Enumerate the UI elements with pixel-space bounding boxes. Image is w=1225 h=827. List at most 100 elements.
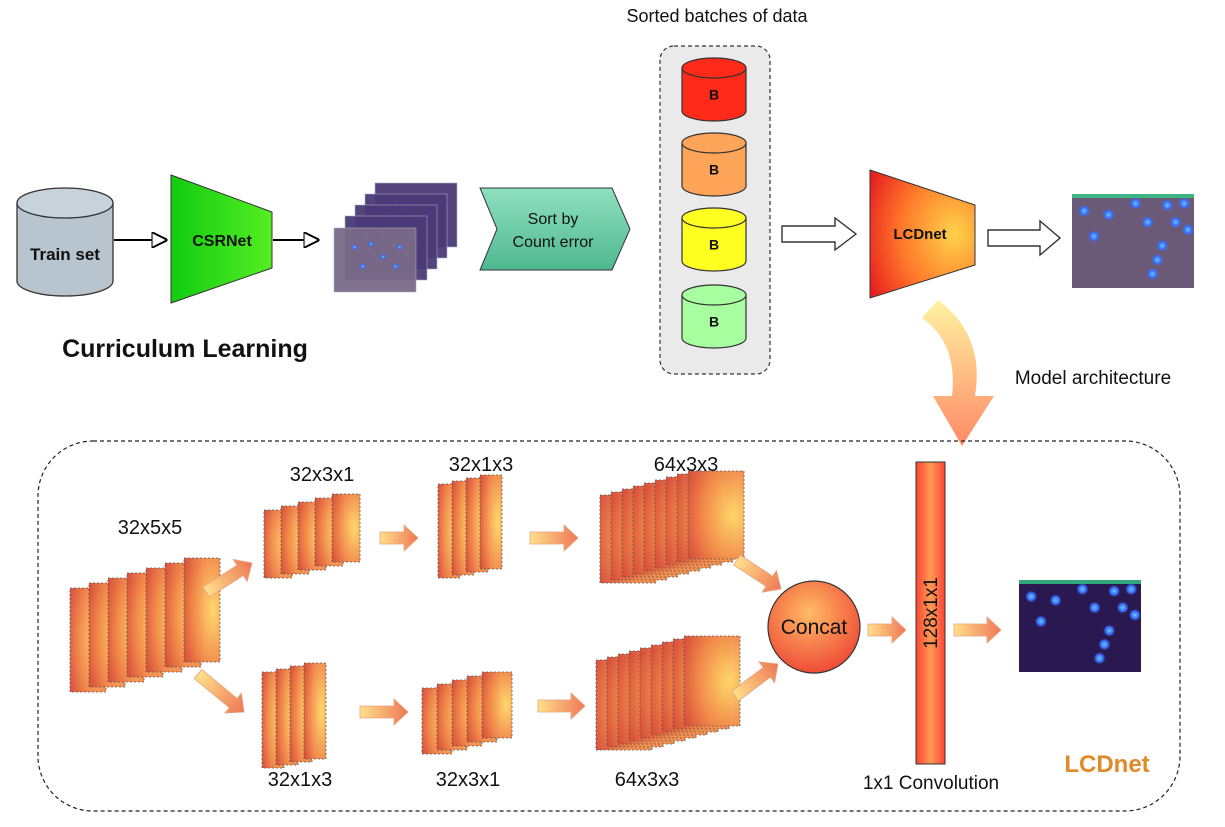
stack-upper-32x1x3 [437, 474, 503, 579]
model-architecture-curve-arrow [922, 300, 994, 446]
lcdnet-panel-label: LCDnet [1064, 751, 1149, 778]
bottom-output-density-map [1019, 580, 1141, 672]
sort-label-line1: Sort by [528, 211, 579, 228]
upper-branch-label-2: 32x1x3 [449, 454, 514, 476]
batch-label: B [709, 87, 719, 103]
arrow-lower-2-3 [537, 692, 586, 720]
feature-map [479, 474, 503, 570]
conv-1x1-label: 1x1 Convolution [863, 773, 999, 794]
top-output-density-map [1072, 194, 1194, 288]
density-blob [1078, 204, 1091, 217]
arrow-lower-1-2 [359, 698, 409, 726]
lcdnet-label: LCDnet [893, 226, 946, 243]
density-edge [1019, 580, 1141, 584]
sort-label-line2: Count error [513, 234, 595, 251]
upper-branch-label-3: 64x3x3 [654, 454, 719, 476]
feature-map [183, 557, 221, 663]
density-blob [1169, 216, 1182, 229]
arrow-batches-to-lcdnet [781, 216, 858, 252]
density-blob [1087, 230, 1100, 243]
sorted-batches-title: Sorted batches of data [626, 6, 808, 26]
flow-arrows [193, 524, 1002, 726]
label-32x5x5: 32x5x5 [118, 517, 183, 539]
batch-cylinder: B [681, 284, 747, 349]
density-blob [1116, 601, 1129, 614]
density-blob [1103, 624, 1116, 637]
conv-layer-stacks [69, 470, 745, 769]
density-blob [1093, 652, 1106, 665]
density-blob [1129, 197, 1142, 210]
density-blob [380, 253, 387, 260]
train-set-cylinder: Train set [16, 187, 114, 297]
density-blob [1125, 583, 1138, 596]
model-architecture-label: Model architecture [1015, 368, 1171, 389]
csrnet-block: CSRNet [170, 174, 273, 304]
density-blob [1146, 267, 1159, 280]
arrow-upper-1-2 [379, 524, 419, 552]
density-blob [1156, 239, 1169, 252]
train-set-label: Train set [30, 245, 100, 264]
arrow-upper-to-concat [733, 554, 782, 593]
arrow-to-upper-branch [202, 558, 253, 598]
batch-cylinder: B [681, 132, 747, 197]
density-blob [1151, 253, 1164, 266]
batch-cylinder: B [681, 57, 747, 122]
density-blob [1098, 638, 1111, 651]
feature-map [481, 671, 513, 739]
batch-label: B [709, 162, 719, 178]
lcdnet-block: LCDnet [869, 169, 976, 299]
density-frame [333, 227, 417, 293]
density-blob [1128, 608, 1141, 621]
arrow-lcdnet-to-output [987, 219, 1062, 257]
density-blob [1102, 208, 1115, 221]
density-map-stack [333, 182, 458, 293]
density-blob [1181, 223, 1194, 236]
density-blob [1141, 216, 1154, 229]
arrow-bar-to-output [953, 616, 1002, 644]
arrow-to-lower-branch [193, 668, 245, 714]
density-blob [1088, 601, 1101, 614]
density-blob [367, 241, 374, 247]
batch-cylinder: B [681, 207, 747, 272]
upper-branch-label-1: 32x3x1 [290, 464, 355, 486]
density-blob [351, 244, 358, 251]
arrow-upper-2-3 [529, 524, 579, 552]
lower-branch-label-2: 32x3x1 [436, 769, 501, 791]
density-blob [1025, 590, 1038, 603]
density-blob [392, 263, 399, 270]
stack-lower-32x1x3 [261, 662, 327, 769]
concat-node: Concat [767, 580, 861, 674]
density-blob [1108, 585, 1121, 598]
batch-label: B [709, 314, 719, 330]
arrow-concat-to-bar [867, 616, 907, 644]
lower-branch-label-1: 32x1x3 [268, 769, 333, 791]
csrnet-label: CSRNet [192, 233, 252, 250]
stack-lower-64x3x3 [595, 635, 741, 751]
sort-by-count-error-box: Sort by Count error [479, 187, 631, 271]
stack-upper-32x3x1 [263, 493, 361, 579]
feature-map [303, 662, 327, 760]
density-blob [1178, 197, 1191, 210]
feature-map [683, 635, 741, 727]
density-blob [1161, 199, 1174, 212]
conv-bar-label: 128x1x1 [921, 577, 942, 649]
stack-lower-32x3x1 [421, 671, 513, 755]
density-blob [1034, 615, 1047, 628]
stack-upper-64x3x3 [599, 470, 745, 584]
density-edge [1072, 194, 1194, 198]
density-blob [396, 244, 403, 251]
lcdnet-architecture-panel [37, 440, 1181, 812]
arrow-lower-to-concat [730, 661, 779, 702]
stack-32x5x5 [69, 557, 221, 693]
feature-map [687, 470, 745, 560]
conv-128x1x1-bar: 128x1x1 [915, 461, 946, 765]
concat-label: Concat [781, 616, 848, 639]
batch-label: B [709, 237, 719, 253]
density-blob [1049, 594, 1062, 607]
lower-branch-label-3: 64x3x3 [615, 769, 680, 791]
curriculum-learning-title: Curriculum Learning [62, 335, 308, 363]
feature-map [331, 493, 361, 563]
density-blob [1076, 583, 1089, 596]
batch-cylinders: B B B B [681, 57, 747, 349]
